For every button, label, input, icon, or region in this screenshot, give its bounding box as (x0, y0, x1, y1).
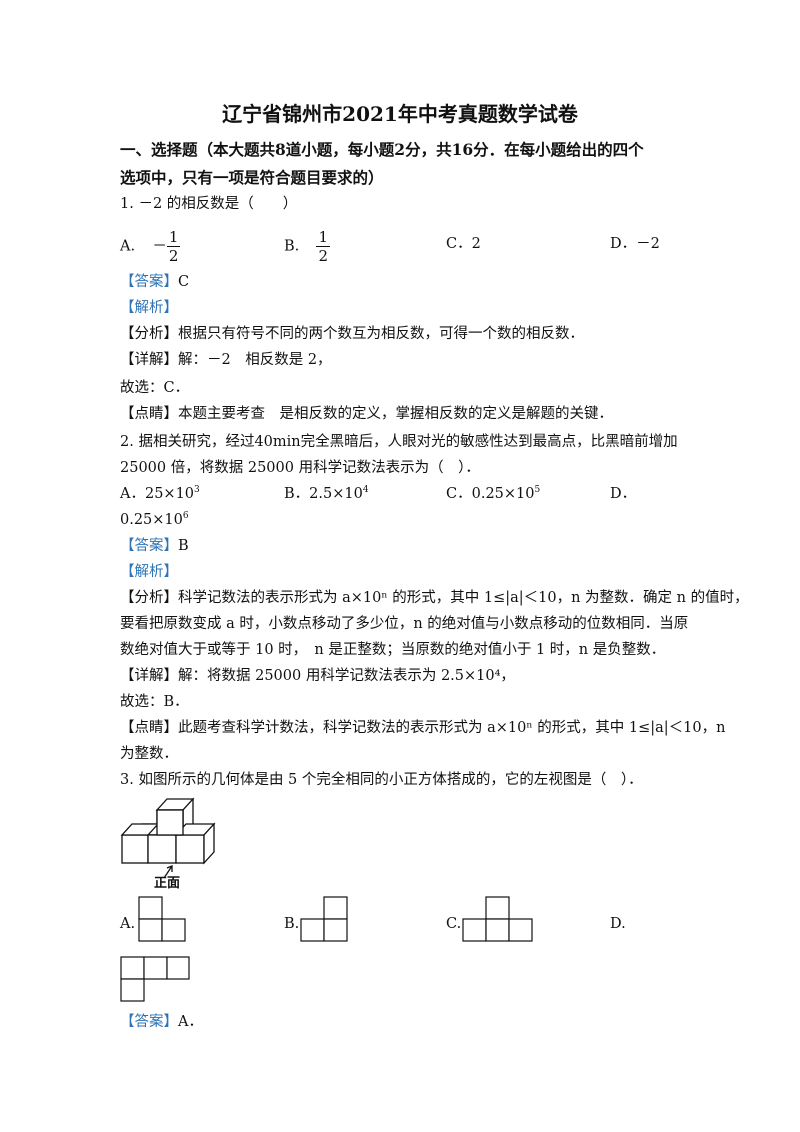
q1-option-a-sign: － (152, 238, 167, 255)
q1-comment: 【点睛】本题主要考查 是相反数的定义，掌握相反数的定义是解题的关键． (120, 404, 613, 424)
choose-label: 故选： (120, 380, 164, 396)
q2-option-c-exponent: 5 (534, 485, 541, 496)
q2-comment-line1: 【点睛】此题考查科学计数法，科学记数法的表示形式为 a×10ⁿ 的形式，其中 1… (120, 718, 725, 738)
q3-answer: 【答案】A． (120, 1012, 203, 1032)
answer-tag: 【答案】 (120, 274, 178, 290)
q1-analysis: 【解析】 (120, 298, 178, 318)
q2-fenxi-text1: 科学记数法的表示形式为 a×10ⁿ 的形式，其中 1≤|a|＜10，n 为整数．… (178, 590, 749, 606)
q3-option-d-label: D. (610, 916, 626, 932)
q2-option-a-label: A． (120, 486, 145, 502)
q1-option-d: D．－2 (610, 236, 660, 252)
front-view-label: 正面 (154, 876, 181, 891)
q2-answer: 【答案】B (120, 536, 189, 556)
q2-option-b: B．2.5×104 (284, 484, 369, 504)
q1-option-b-label: B. (284, 238, 300, 255)
q2-option-c-label: C． (446, 486, 472, 502)
q3-option-d-view (120, 956, 190, 1002)
q2-option-a-exponent: 3 (194, 485, 200, 496)
q2-fenxi-line2: 要看把原数变成 a 时，小数点移动了多少位，n 的绝对值与小数点移动的位数相同．… (120, 616, 689, 632)
front-arrow-line (163, 865, 173, 879)
q2-option-d: 0.25×106 (120, 510, 189, 530)
q3-solid-figure (120, 797, 216, 879)
q2-stem-line2: 25000 倍，将数据 25000 用科学记数法表示为（ ）． (120, 460, 480, 476)
q2-comment-line2: 为整数． (120, 746, 178, 762)
q1-option-b-numerator: 1 (316, 228, 331, 247)
q2-option-d-exponent: 6 (182, 511, 189, 522)
answer-tag: 【答案】 (120, 1014, 178, 1030)
q1-detail: 【详解】解：－2 相反数是 2， (120, 350, 332, 370)
q3-option-c-view (462, 896, 533, 942)
q2-comment-text1: 此题考查科学计数法，科学记数法的表示形式为 a×10ⁿ 的形式，其中 1≤|a|… (178, 720, 726, 736)
q1-answer-value: C (178, 274, 190, 290)
q2-choose-value: B． (163, 694, 189, 710)
q1-stem: 1. －2 的相反数是（ ） (120, 196, 298, 212)
q3-option-a-view (138, 896, 186, 942)
q3-option-b-view (300, 896, 348, 942)
q3-answer-value: A． (178, 1014, 203, 1030)
q1-detail-text: 解：－2 相反数是 2， (178, 352, 332, 368)
q3-stem: 3. 如图所示的几何体是由 5 个完全相同的小正方体搭成的，它的左视图是（ ）． (120, 772, 643, 788)
q2-answer-value: B (178, 538, 189, 554)
detail-tag: 【详解】 (120, 668, 178, 684)
q1-answer: 【答案】C (120, 272, 189, 292)
q2-analysis: 【解析】 (120, 562, 178, 582)
section-header-line2: 选项中，只有一项是符合题目要求的） (120, 168, 384, 187)
detail-tag: 【详解】 (120, 352, 178, 368)
q1-option-a-denominator: 2 (168, 247, 179, 265)
q2-option-a: A．25×103 (120, 484, 200, 504)
q2-option-b-label: B． (284, 486, 310, 502)
answer-tag: 【答案】 (120, 538, 178, 554)
q2-option-c: C．0.25×105 (446, 484, 540, 504)
q1-choose-value: C． (163, 380, 190, 396)
fenxi-tag: 【分析】 (120, 326, 178, 342)
q2-option-d-label: D． (610, 486, 637, 502)
comment-tag: 【点睛】 (120, 406, 178, 422)
page-title: 辽宁省锦州市2021年中考真题数学试卷 (222, 102, 578, 126)
q2-option-b-exponent: 4 (362, 485, 369, 496)
q2-stem-line1: 2. 据相关研究，经过40min完全黑暗后，人眼对光的敏感性达到最高点，比黑暗前… (120, 434, 678, 450)
q1-option-a-numerator: 1 (166, 228, 181, 247)
q2-fenxi-line1: 【分析】科学记数法的表示形式为 a×10ⁿ 的形式，其中 1≤|a|＜10，n … (120, 588, 749, 608)
q3-option-c-label: C. (446, 916, 462, 932)
section-header-line1: 一、选择题（本大题共8道小题，每小题2分，共16分．在每小题给出的四个 (120, 140, 644, 159)
q2-fenxi-line3: 数绝对值大于或等于 10 时， n 是正整数；当原数的绝对值小于 1 时，n 是… (120, 642, 666, 658)
choose-label: 故选： (120, 694, 164, 710)
q3-option-a-label: A. (120, 916, 136, 932)
analysis-tag: 【解析】 (120, 300, 178, 316)
q2-detail-text: 解：将数据 25000 用科学记数法表示为 2.5×10⁴， (178, 668, 515, 684)
q1-option-c: C．2 (446, 236, 481, 252)
fenxi-tag: 【分析】 (120, 590, 178, 606)
q3-option-b-label: B. (284, 916, 300, 932)
q1-choose: 故选：C． (120, 378, 189, 398)
q2-option-b-value: 2.5×10 (309, 486, 363, 502)
analysis-tag: 【解析】 (120, 564, 178, 580)
q2-choose: 故选：B． (120, 692, 189, 712)
front-arrow-head (166, 865, 173, 872)
q1-comment-text: 本题主要考查 是相反数的定义，掌握相反数的定义是解题的关键． (178, 406, 613, 422)
q2-detail: 【详解】解：将数据 25000 用科学记数法表示为 2.5×10⁴， (120, 666, 515, 686)
q1-option-a-label: A. (120, 238, 136, 255)
q2-option-c-value: 0.25×10 (471, 486, 535, 502)
q2-option-d-value: 0.25×10 (120, 512, 183, 528)
comment-tag: 【点睛】 (120, 720, 178, 736)
q1-option-b-denominator: 2 (318, 247, 329, 265)
q1-fenxi-text: 根据只有符号不同的两个数互为相反数，可得一个数的相反数． (178, 326, 584, 342)
q1-fenxi: 【分析】根据只有符号不同的两个数互为相反数，可得一个数的相反数． (120, 324, 584, 344)
q2-option-a-value: 25×10 (144, 486, 195, 502)
